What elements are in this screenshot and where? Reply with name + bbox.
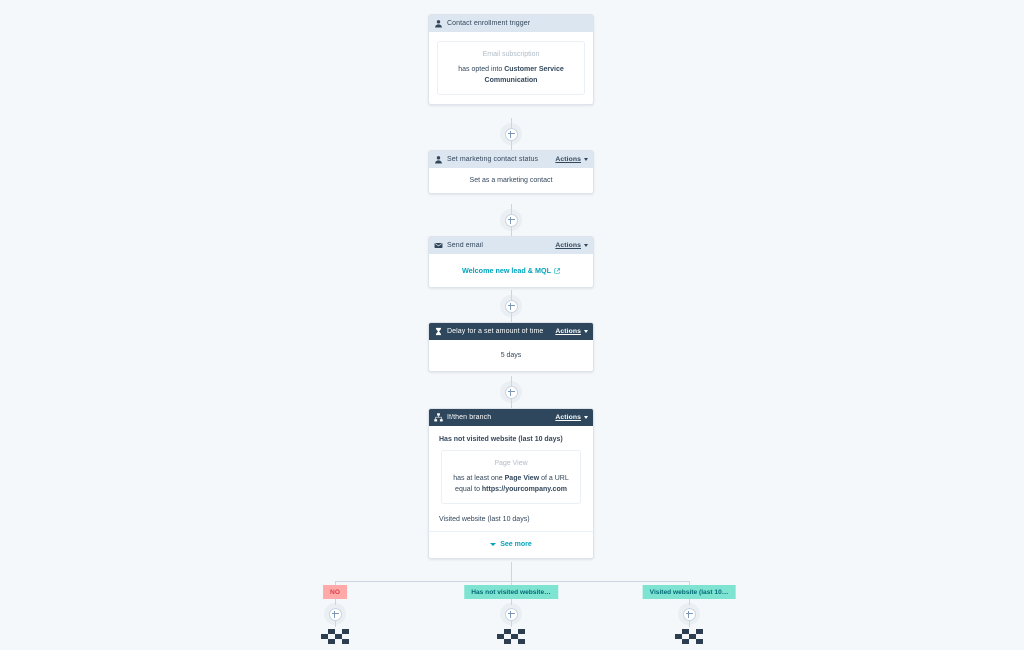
branch-badge-has-not-visited[interactable]: Has not visited website… xyxy=(464,585,558,599)
actions-menu-button[interactable]: Actions xyxy=(555,328,588,335)
end-flag-icon xyxy=(321,629,349,644)
actions-label: Actions xyxy=(555,414,581,421)
divider xyxy=(429,530,593,532)
plus-icon xyxy=(504,299,518,313)
step-header: Set marketing contact status Actions xyxy=(429,151,593,168)
actions-menu-button[interactable]: Actions xyxy=(555,242,588,249)
plus-icon xyxy=(504,127,518,141)
branch-one-criteria: Page View has at least one Page View of … xyxy=(429,450,593,514)
external-link-icon xyxy=(554,267,560,274)
step-body: Set as a marketing contact xyxy=(469,177,553,184)
add-step-button[interactable] xyxy=(678,603,700,625)
hourglass-icon xyxy=(435,327,442,336)
filter-line1-bold: Page View xyxy=(504,475,540,483)
step-header: If/then branch Actions xyxy=(429,409,593,426)
filter-title: Page View xyxy=(494,460,528,467)
filter-text: has at least one Page View of a URL equa… xyxy=(450,473,572,495)
end-flag-icon xyxy=(497,629,525,644)
workflow-step-trigger[interactable]: Contact enrollment trigger Email subscri… xyxy=(428,14,594,105)
workflow-step-set-marketing-contact-status[interactable]: Set marketing contact status Actions Set… xyxy=(428,150,594,194)
workflow-step-send-email[interactable]: Send email Actions Welcome new lead & MQ… xyxy=(428,236,594,288)
plus-icon xyxy=(504,607,518,621)
contact-icon xyxy=(435,156,442,164)
email-asset-link[interactable]: Welcome new lead & MQL xyxy=(462,266,560,275)
plus-icon xyxy=(328,607,342,621)
plus-icon xyxy=(504,385,518,399)
connector-line xyxy=(689,615,690,627)
chevron-down-icon xyxy=(584,330,588,333)
connector-line xyxy=(511,615,512,627)
step-body: Email subscription has opted into Custom… xyxy=(429,32,593,104)
chevron-down-icon xyxy=(584,158,588,161)
branch-fork-rail xyxy=(335,581,689,582)
add-step-button[interactable] xyxy=(500,381,522,403)
actions-label: Actions xyxy=(555,242,581,249)
step-body: 5 days xyxy=(500,352,522,359)
chevron-down-icon xyxy=(584,416,588,419)
add-step-button[interactable] xyxy=(500,295,522,317)
workflow-step-if-then-branch[interactable]: If/then branch Actions Has not visited w… xyxy=(428,408,594,559)
add-step-button[interactable] xyxy=(500,603,522,625)
step-title: Send email xyxy=(447,242,484,249)
actions-label: Actions xyxy=(555,156,581,163)
filter-line1-suffix: of a URL xyxy=(539,475,569,483)
step-title: Set marketing contact status xyxy=(447,156,539,163)
see-more-button[interactable]: See more xyxy=(429,532,593,558)
connector-line xyxy=(511,562,512,582)
filter-text-prefix: has opted into xyxy=(458,66,505,74)
chevron-down-icon xyxy=(490,542,497,546)
see-more-label: See more xyxy=(500,540,532,548)
branch-filter-box[interactable]: Page View has at least one Page View of … xyxy=(441,450,581,504)
filter-line1-prefix: has at least one xyxy=(453,475,505,483)
filter-text: has opted into Customer Service Communic… xyxy=(446,64,576,86)
actions-menu-button[interactable]: Actions xyxy=(555,156,588,163)
actions-label: Actions xyxy=(555,328,581,335)
branch-badge-visited[interactable]: Visited website (last 10… xyxy=(642,585,736,599)
connector-line xyxy=(335,615,336,627)
add-step-button[interactable] xyxy=(500,209,522,231)
branch-two-label: Visited website (last 10 days) xyxy=(439,515,530,523)
add-step-button[interactable] xyxy=(500,123,522,145)
filter-line2-prefix: equal to xyxy=(455,486,482,494)
end-flag-icon xyxy=(675,629,703,644)
workflow-step-delay[interactable]: Delay for a set amount of time Actions 5… xyxy=(428,322,594,372)
step-header: Contact enrollment trigger xyxy=(429,15,593,32)
step-title: If/then branch xyxy=(447,414,492,421)
step-header: Delay for a set amount of time Actions xyxy=(429,323,593,340)
step-title: Delay for a set amount of time xyxy=(447,328,544,335)
enrollment-filter-box[interactable]: Email subscription has opted into Custom… xyxy=(437,41,585,95)
filter-line2-bold: https://yourcompany.com xyxy=(481,486,567,494)
branch-one-label: Has not visited website (last 10 days) xyxy=(439,436,563,443)
step-header: Send email Actions xyxy=(429,237,593,254)
step-body: Welcome new lead & MQL xyxy=(429,254,593,287)
contact-icon xyxy=(435,20,442,28)
chevron-down-icon xyxy=(584,244,588,247)
filter-text-bold: Customer Service Communication xyxy=(484,66,564,85)
plus-icon xyxy=(682,607,696,621)
email-icon xyxy=(434,242,443,249)
plus-icon xyxy=(504,213,518,227)
add-step-button[interactable] xyxy=(324,603,346,625)
email-asset-name: Welcome new lead & MQL xyxy=(462,266,551,275)
filter-title: Email subscription xyxy=(482,51,540,58)
branch-icon xyxy=(434,413,443,422)
branch-badge-no[interactable]: NO xyxy=(323,585,347,599)
actions-menu-button[interactable]: Actions xyxy=(555,414,588,421)
step-title: Contact enrollment trigger xyxy=(447,20,531,27)
